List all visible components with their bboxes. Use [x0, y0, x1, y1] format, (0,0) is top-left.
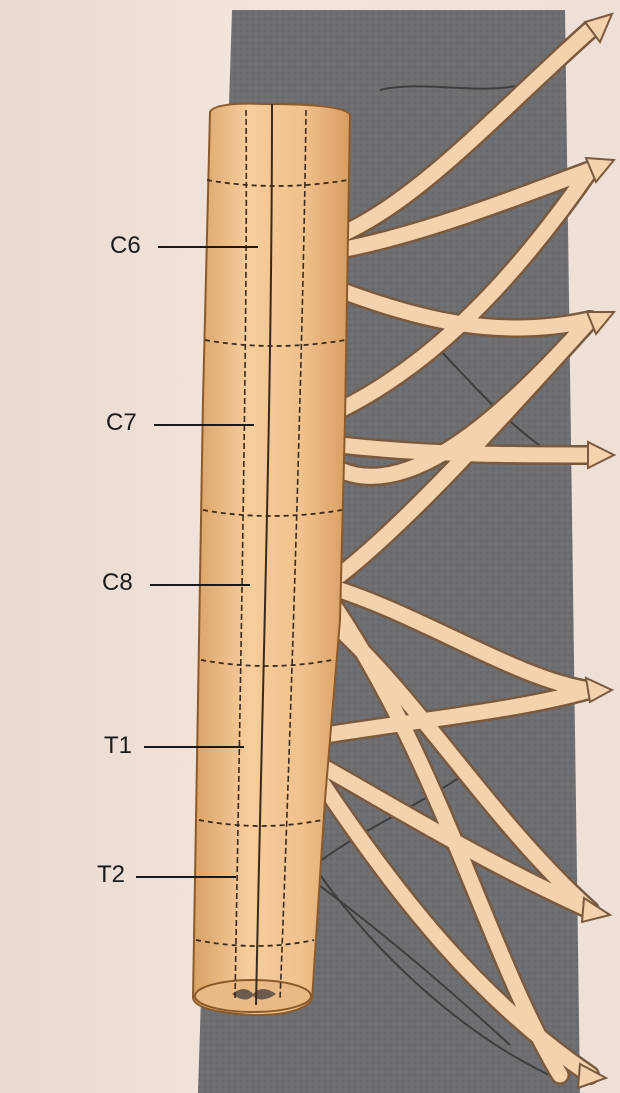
leader-line-c8	[150, 584, 250, 586]
label-c7: C7	[106, 411, 137, 435]
leader-line-c6	[158, 246, 258, 248]
label-c6: C6	[110, 234, 141, 258]
label-t1: T1	[104, 734, 132, 758]
leader-line-c7	[154, 424, 254, 426]
leader-line-t2	[136, 876, 236, 878]
label-c8: C8	[102, 571, 133, 595]
leader-line-t1	[144, 746, 244, 748]
label-t2: T2	[97, 863, 125, 887]
